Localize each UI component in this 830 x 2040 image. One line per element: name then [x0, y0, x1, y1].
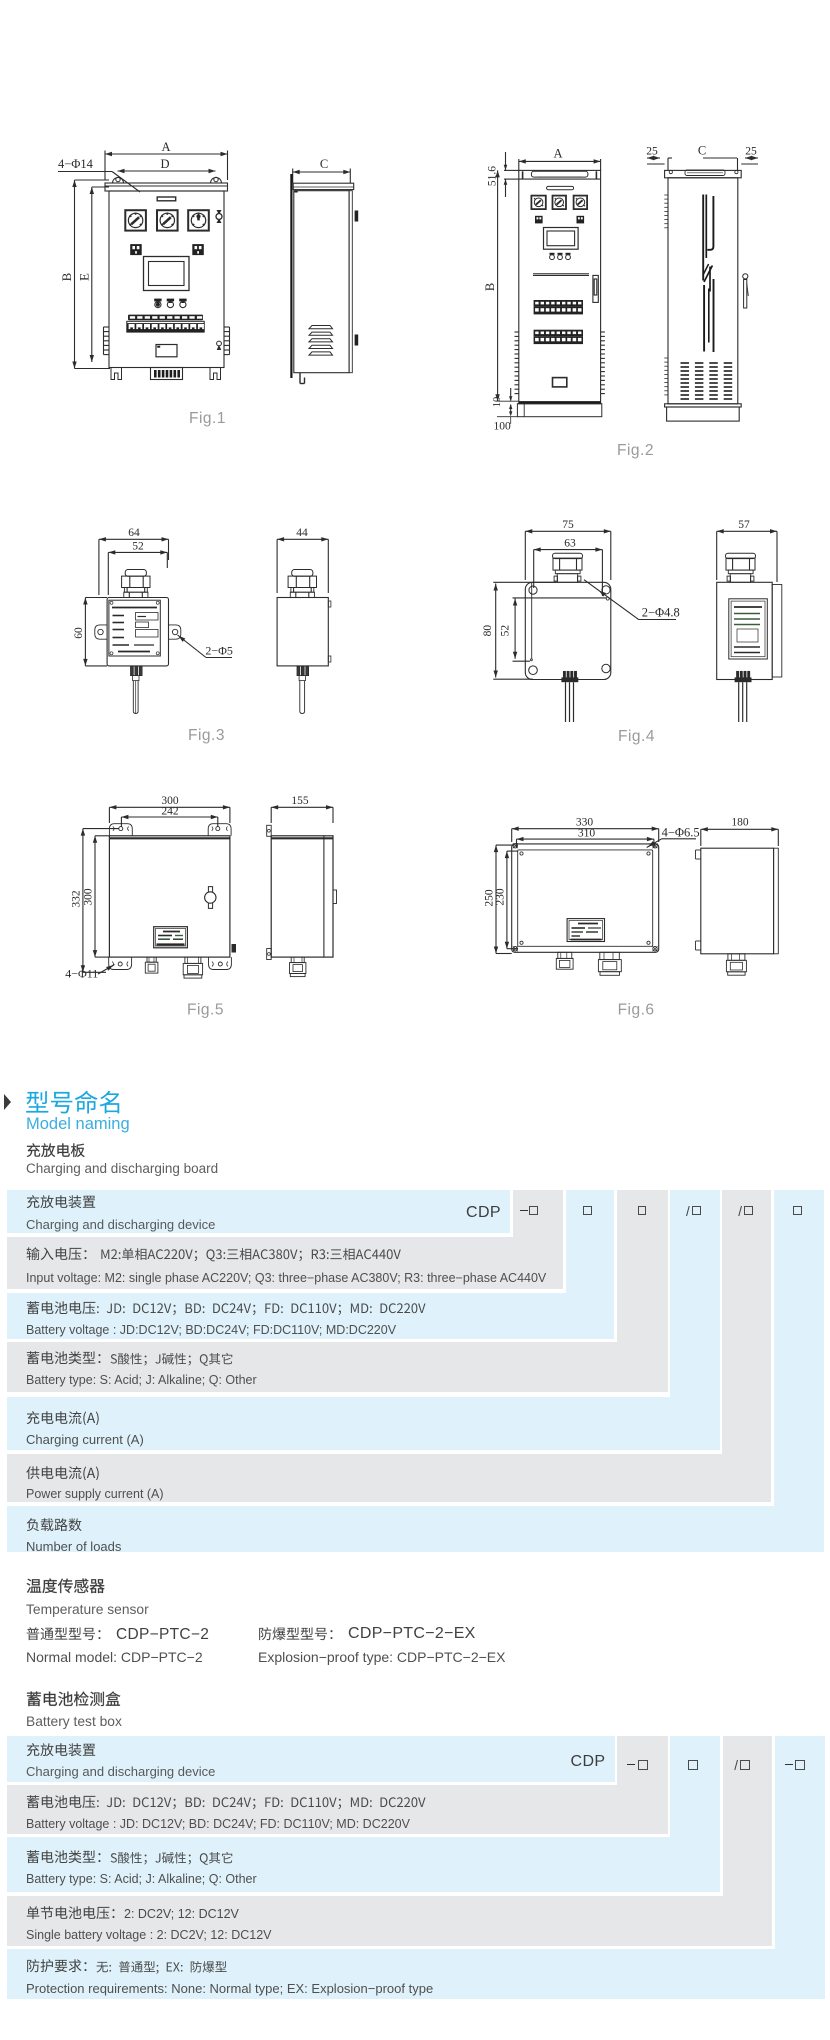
- svg-text:155: 155: [291, 795, 309, 807]
- svg-text:332: 332: [71, 890, 83, 908]
- svg-text:Fig.4: Fig.4: [618, 728, 655, 745]
- svg-text:A: A: [553, 147, 562, 161]
- svg-text:Fig.2: Fig.2: [617, 442, 654, 459]
- svg-text:57: 57: [738, 519, 750, 531]
- svg-text:180: 180: [731, 817, 749, 829]
- svg-text:100: 100: [494, 421, 512, 433]
- svg-text:44: 44: [296, 527, 308, 539]
- svg-text:B: B: [59, 272, 74, 281]
- svg-text:4−Φ11: 4−Φ11: [65, 967, 98, 981]
- svg-text:A: A: [161, 140, 170, 154]
- svg-text:C: C: [320, 157, 328, 171]
- svg-text:242: 242: [161, 806, 179, 818]
- svg-text:E: E: [77, 273, 92, 281]
- svg-text:230: 230: [495, 888, 507, 906]
- svg-text:Fig.6: Fig.6: [618, 1002, 655, 1019]
- svg-text:310: 310: [578, 828, 596, 840]
- svg-text:C: C: [698, 144, 706, 158]
- svg-text:52: 52: [500, 625, 512, 637]
- svg-text:4−Φ14: 4−Φ14: [58, 157, 94, 171]
- svg-text:52: 52: [132, 541, 144, 553]
- svg-text:300: 300: [161, 795, 179, 807]
- svg-text:25: 25: [745, 146, 757, 158]
- svg-text:D: D: [160, 157, 169, 171]
- svg-text:63: 63: [564, 538, 576, 550]
- svg-text:10: 10: [492, 397, 503, 408]
- svg-text:2−Φ4.8: 2−Φ4.8: [642, 606, 680, 620]
- svg-text:51.6: 51.6: [487, 166, 499, 186]
- svg-text:75: 75: [562, 519, 574, 531]
- svg-text:B: B: [483, 283, 497, 291]
- svg-text:25: 25: [646, 146, 658, 158]
- svg-text:Fig.3: Fig.3: [188, 727, 225, 744]
- svg-text:Fig.1: Fig.1: [189, 410, 226, 427]
- svg-text:Fig.5: Fig.5: [187, 1002, 224, 1019]
- svg-text:64: 64: [128, 527, 140, 539]
- svg-text:330: 330: [576, 817, 594, 829]
- svg-text:80: 80: [482, 625, 494, 637]
- svg-text:60: 60: [73, 627, 85, 639]
- svg-text:4−Φ6.5: 4−Φ6.5: [662, 826, 700, 840]
- svg-text:250: 250: [484, 889, 496, 907]
- svg-text:2−Φ5: 2−Φ5: [205, 644, 233, 658]
- svg-text:300: 300: [83, 888, 95, 906]
